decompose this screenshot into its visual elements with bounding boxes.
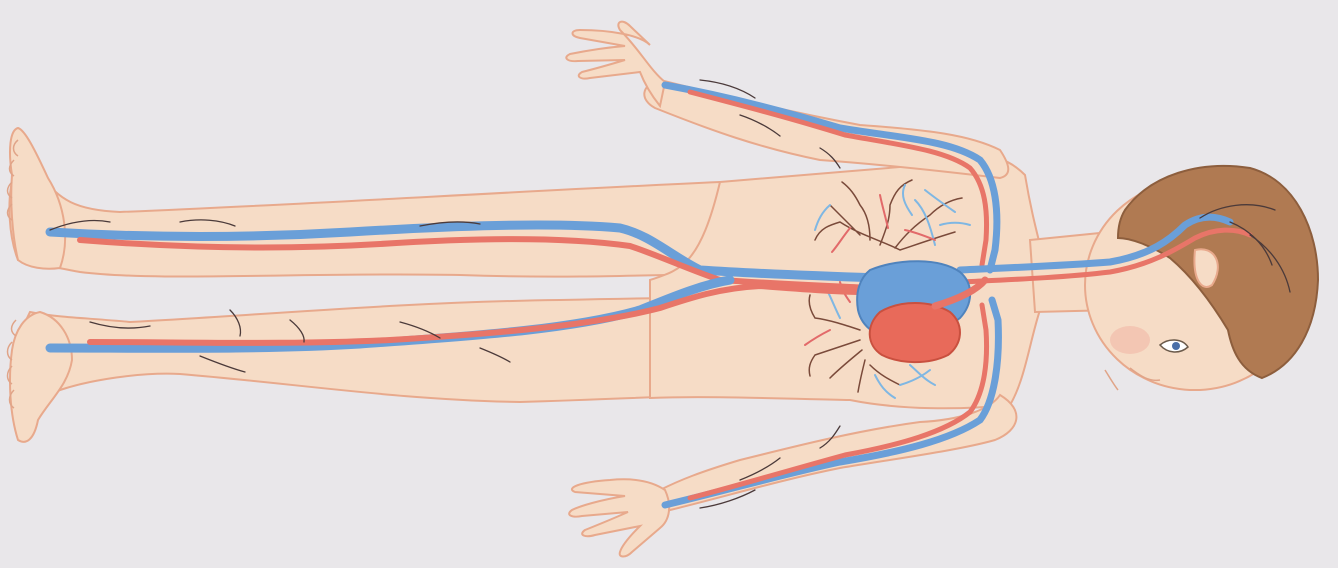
upper-hand [566,22,665,106]
heart-left-side [870,303,960,362]
pupil [1172,342,1180,350]
ear [1194,249,1217,287]
cheek [1110,326,1150,354]
lower-foot [10,312,72,442]
upper-foot [10,128,65,269]
body-silhouette [8,22,1319,557]
mouth [1105,370,1118,390]
lower-hand [569,479,669,556]
